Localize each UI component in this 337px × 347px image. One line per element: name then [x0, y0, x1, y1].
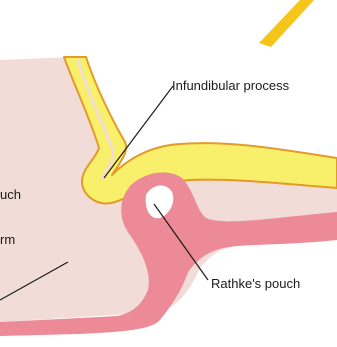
label-rathkes-pouch: Rathke's pouch: [211, 276, 300, 291]
label-infundibular-process: Infundibular process: [172, 78, 290, 93]
label-left-mid-cropped: rm: [0, 232, 15, 247]
accent-bar: [259, 0, 314, 47]
label-left-top-cropped: uch: [0, 187, 21, 202]
